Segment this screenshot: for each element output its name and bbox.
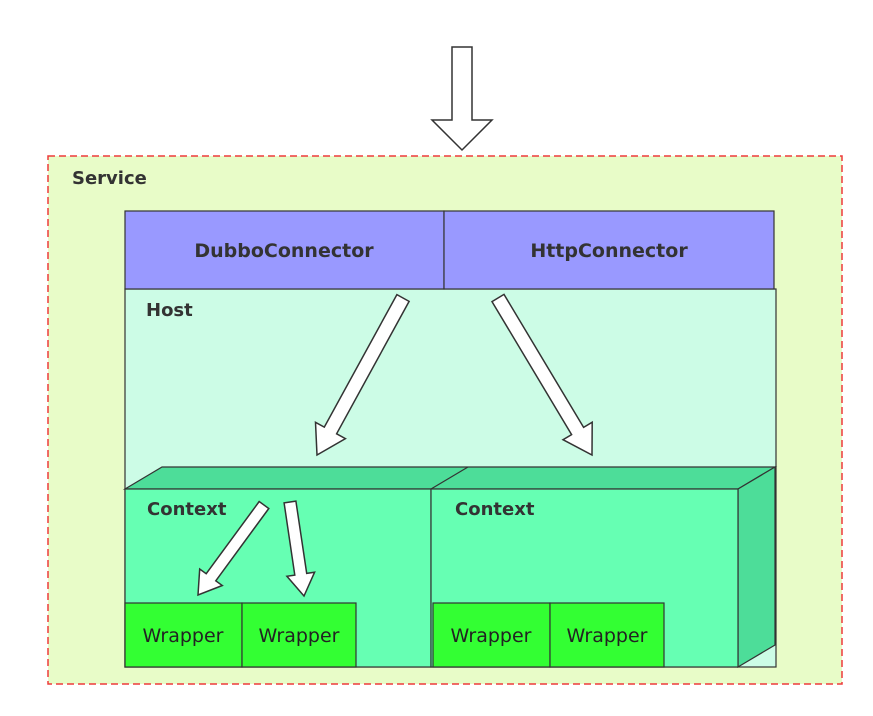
arrow-layer (197, 293, 593, 598)
wrapper-label-2a: Wrapper (450, 625, 531, 647)
dubbo-connector-label: DubboConnector (194, 240, 374, 262)
wrapper-label-1a: Wrapper (142, 625, 223, 647)
connector-bar: DubboConnector HttpConnector (124, 210, 775, 290)
dubbo-connector-box (124, 210, 445, 290)
http-to-context-arrow (490, 293, 593, 457)
service-label: Service (72, 168, 147, 189)
incoming-request-arrow (430, 46, 494, 152)
wrapper-box-2a (432, 602, 551, 668)
context-label-2: Context (455, 499, 535, 520)
context-to-wrapper-arrow-2 (283, 500, 316, 598)
http-connector-label: HttpConnector (530, 240, 688, 262)
context-side-face (737, 465, 776, 669)
wrapper-box-2b (549, 602, 665, 668)
wrapper-box-1a (124, 602, 243, 668)
wrapper-label-2b: Wrapper (566, 625, 647, 647)
wrapper-box-1b (241, 602, 357, 668)
context-label-1: Context (147, 499, 227, 520)
context-top-divider (430, 466, 469, 490)
context-to-wrapper-arrow-1 (197, 500, 270, 597)
http-connector-box (443, 210, 775, 290)
host-label: Host (146, 300, 193, 321)
dubbo-to-context-arrow (314, 293, 411, 457)
wrapper-label-1b: Wrapper (258, 625, 339, 647)
